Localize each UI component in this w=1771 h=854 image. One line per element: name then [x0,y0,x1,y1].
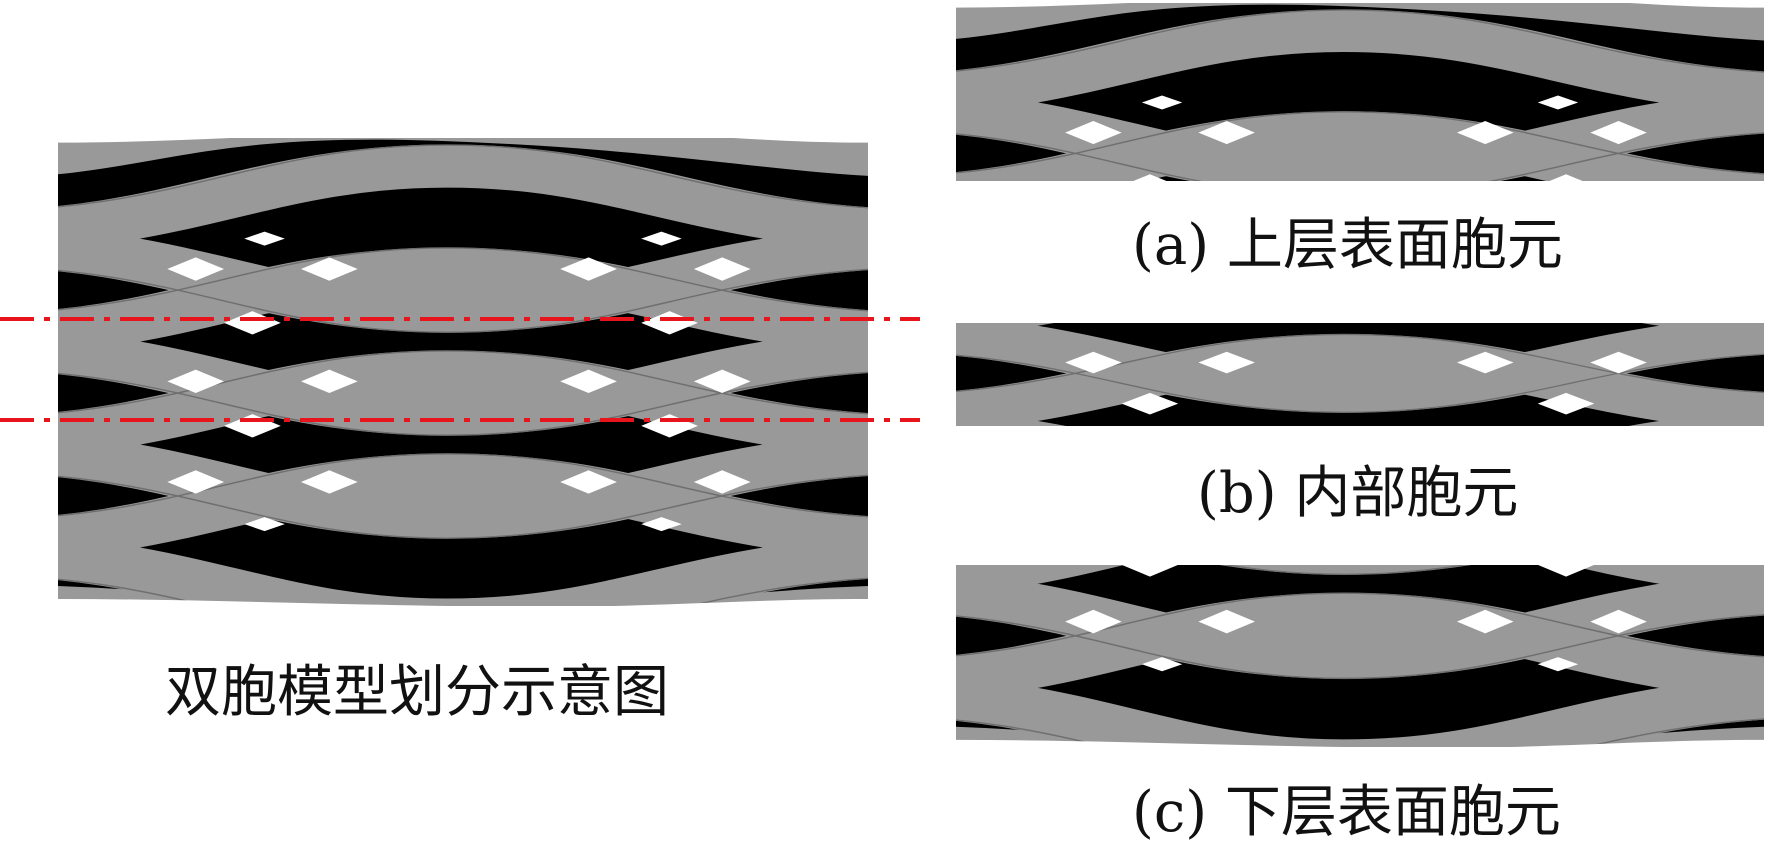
internal-cell-image [956,323,1764,426]
woven-structure-figure [58,138,868,606]
upper-surface-cell-figure [956,3,1764,181]
internal-cell-figure [956,323,1764,426]
main-caption: 双胞模型划分示意图 [165,660,669,725]
caption-a: (a) 上层表面胞元 [1132,213,1563,278]
upper-surface-cell-image [956,3,1764,181]
double-cell-model-image [58,138,868,606]
caption-c: (c) 下层表面胞元 [1132,780,1561,845]
lower-surface-cell-figure [956,565,1764,747]
caption-b: (b) 内部胞元 [1197,461,1519,526]
lower-surface-cell-image [956,565,1764,747]
